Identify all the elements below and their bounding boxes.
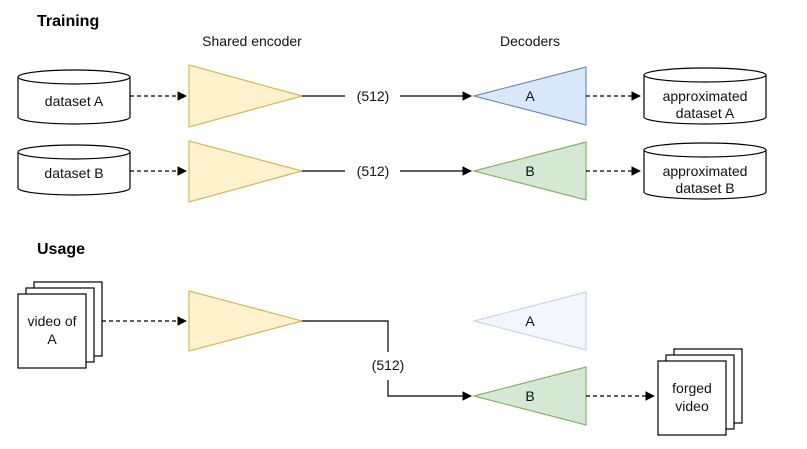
arrow-latent-to-decoder-b-usage: [387, 380, 472, 401]
video-line1: video of: [27, 313, 76, 329]
encoder-usage-triangle: [188, 290, 305, 352]
encoder-a-triangle: [188, 64, 305, 128]
approximated-dataset-b-cylinder: approximated dataset B: [643, 142, 767, 200]
decoder-b-label: B: [525, 163, 534, 179]
shared-encoder-header: Shared encoder: [202, 33, 302, 49]
dataset-a-cylinder: dataset A: [17, 69, 131, 125]
forged-video-stack: forged video: [657, 348, 743, 436]
forged-line1: forged: [672, 380, 712, 396]
latent-b-label: (512): [357, 163, 390, 179]
decoder-b-usage-label: B: [525, 388, 534, 404]
decoder-a-label: A: [525, 88, 535, 104]
dataset-a-label: dataset A: [45, 93, 104, 109]
edge-encoder-usage-down: [302, 320, 389, 352]
video-line2: A: [47, 331, 57, 347]
approximated-dataset-a-cylinder: approximated dataset A: [643, 67, 767, 125]
decoder-a-usage-faded-triangle: [471, 291, 587, 351]
dataset-b-label: dataset B: [44, 165, 103, 181]
approx-a-line1: approximated: [663, 88, 748, 104]
approx-b-line2: dataset B: [675, 180, 734, 196]
decoder-a-usage-label: A: [525, 313, 535, 329]
section-usage-heading: Usage: [37, 241, 85, 258]
forged-line2: video: [675, 398, 709, 414]
dataset-b-cylinder: dataset B: [17, 144, 131, 196]
video-of-a-stack: video of A: [17, 281, 103, 369]
approx-b-line1: approximated: [663, 163, 748, 179]
decoders-header: Decoders: [500, 33, 560, 49]
section-training-heading: Training: [37, 13, 99, 30]
latent-a-label: (512): [357, 88, 390, 104]
approx-a-line2: dataset A: [676, 105, 735, 121]
encoder-b-triangle: [188, 140, 305, 203]
latent-usage-label: (512): [372, 357, 405, 373]
